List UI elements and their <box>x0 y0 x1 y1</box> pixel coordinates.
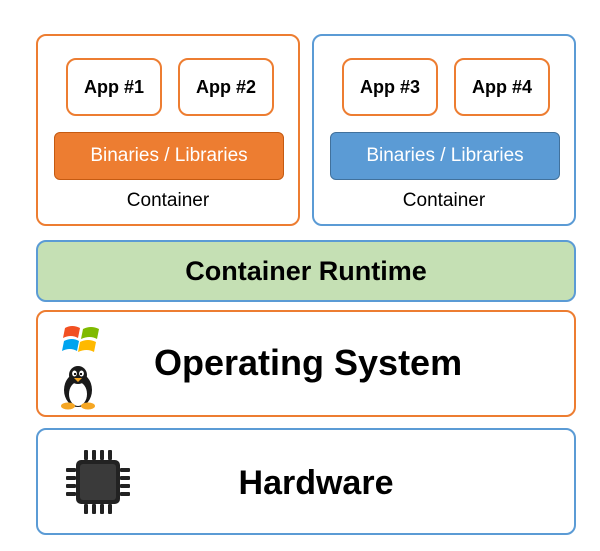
container-1: App #1 App #2 Binaries / Libraries Conta… <box>36 34 300 226</box>
container-label-1: Container <box>126 190 210 211</box>
binaries-libraries-label-1: Binaries / Libraries <box>90 145 248 166</box>
binaries-libraries-box-1: Binaries / Libraries <box>54 132 284 180</box>
binaries-libraries-label-2: Binaries / Libraries <box>366 145 524 166</box>
app-2-label: App #2 <box>195 76 256 97</box>
app-3-label: App #3 <box>359 76 420 97</box>
hardware-layer: Hardware <box>36 428 576 535</box>
cpu-chip-icon <box>64 448 132 516</box>
app-1-label: App #1 <box>83 76 144 97</box>
linux-penguin-icon <box>58 364 98 410</box>
operating-system-layer: Operating System <box>36 310 576 417</box>
app-4-box: App #4 <box>454 58 550 116</box>
app-4-label: App #4 <box>471 76 532 97</box>
binaries-libraries-box-2: Binaries / Libraries <box>330 132 560 180</box>
operating-system-label: Operating System <box>154 342 463 383</box>
app-2-box: App #2 <box>178 58 274 116</box>
container-label-2: Container <box>402 190 486 211</box>
container-runtime-layer: Container Runtime <box>36 240 576 302</box>
container-2: App #3 App #4 Binaries / Libraries Conta… <box>312 34 576 226</box>
windows-logo-icon <box>62 322 102 358</box>
container-runtime-label: Container Runtime <box>185 256 427 286</box>
app-3-box: App #3 <box>342 58 438 116</box>
app-1-box: App #1 <box>66 58 162 116</box>
hardware-label: Hardware <box>238 464 394 502</box>
